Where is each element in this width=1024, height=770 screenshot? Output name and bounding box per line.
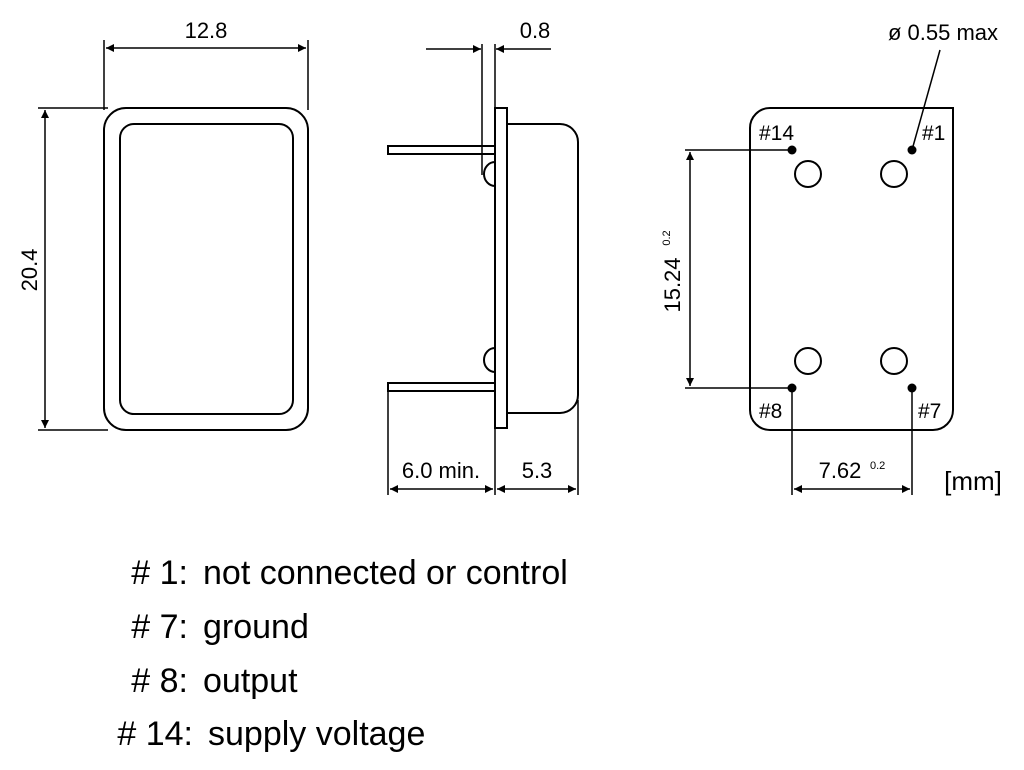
legend-pin: # 1: — [131, 554, 188, 592]
lead-length-label: 6.0 min. — [402, 458, 480, 483]
standoff-top — [483, 161, 496, 187]
pin-1-label: #1 — [922, 122, 945, 145]
package-top-face — [119, 123, 294, 415]
width-dimension-label: 12.8 — [185, 18, 228, 43]
lead-top — [387, 145, 496, 155]
legend-pin: # 14: — [117, 715, 193, 753]
legend-pin: # 7: — [131, 608, 188, 646]
unit-label: [mm] — [944, 466, 1002, 496]
package-body — [507, 123, 579, 414]
vertical-pitch-label: 15.24 — [660, 257, 685, 312]
lead-thickness-label: 0.8 — [520, 18, 551, 43]
package-outline — [103, 107, 309, 431]
standoff-circle — [794, 347, 822, 375]
package-bottom-outline — [749, 107, 954, 431]
pin-7-label: #7 — [918, 400, 941, 423]
horizontal-pitch-tolerance: 0.2 — [870, 460, 885, 472]
legend-desc: output — [203, 662, 298, 700]
legend-desc: ground — [203, 608, 309, 646]
front-view: 12.8 20.4 — [17, 18, 309, 431]
pin-7-dot — [907, 383, 917, 393]
lead-bottom — [387, 382, 496, 392]
pin-14-label: #14 — [759, 122, 794, 145]
standoff-circle — [794, 160, 822, 188]
legend-desc: not connected or control — [203, 554, 568, 592]
height-dimension-label: 20.4 — [17, 249, 42, 292]
standoff-circle — [880, 160, 908, 188]
base-plate — [494, 107, 508, 429]
legend-desc: supply voltage — [208, 715, 425, 753]
pin-8-label: #8 — [759, 400, 782, 423]
body-height-label: 5.3 — [522, 458, 553, 483]
horizontal-pitch-label: 7.62 — [819, 458, 862, 483]
pin-legend: # 1: not connected or control # 7: groun… — [117, 554, 567, 753]
standoff-bottom — [483, 347, 496, 373]
leader-line — [911, 49, 941, 151]
pin-view: #14 #1 #8 #7 ø 0.55 max 15.24 0.2 7.62 0… — [660, 20, 1002, 496]
vertical-pitch-tolerance: 0.2 — [661, 230, 673, 245]
pin-diameter-label: ø 0.55 max — [888, 20, 998, 45]
legend-pin: # 8: — [131, 662, 188, 700]
side-view: 0.8 6.0 min. 5.3 — [387, 18, 579, 495]
standoff-circle — [880, 347, 908, 375]
